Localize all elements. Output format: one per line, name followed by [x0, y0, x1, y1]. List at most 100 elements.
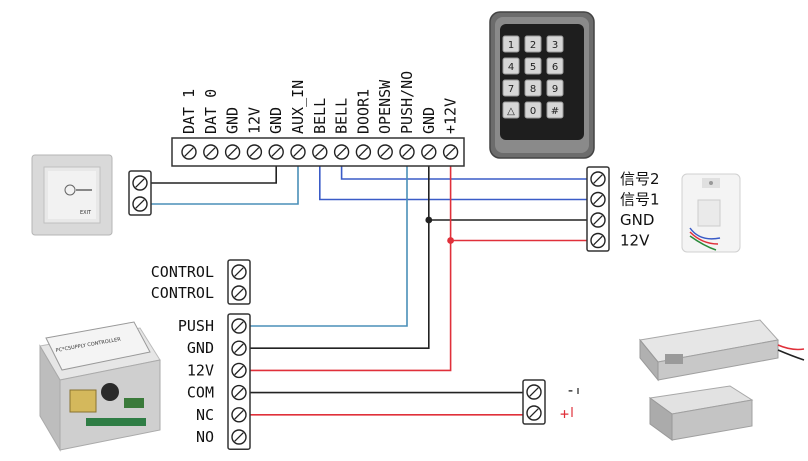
controller-terminal-label: BELL — [311, 98, 329, 134]
controller-terminal-label: BELL — [333, 98, 351, 134]
psu-main-terminal-screw — [231, 340, 247, 356]
psu-control-terminal-label: CONTROL — [151, 263, 214, 281]
doorbell-terminal-screw — [590, 212, 606, 228]
psu-main-terminal-screw — [231, 318, 247, 334]
gnd-junction — [425, 216, 433, 224]
controller-terminal-screw — [312, 144, 328, 160]
controller-terminal-screw — [290, 144, 306, 160]
psu-control-terminal-screw — [231, 285, 247, 301]
controller-terminal-screw — [355, 144, 372, 160]
svg-text:3: 3 — [552, 40, 558, 51]
keypad-key: 3 — [546, 35, 564, 53]
controller-terminal-label: GND — [267, 107, 285, 134]
bell-signal2-wire — [340, 166, 587, 180]
doorbell-terminal-label: 信号2 — [620, 170, 660, 188]
doorbell-terminal-screw — [590, 191, 606, 208]
psu-main-terminal-screw — [231, 362, 247, 379]
psu-main-terminal-screw — [231, 429, 247, 445]
doorbell-terminal-label: GND — [620, 211, 654, 229]
psu-control-terminal-screw — [231, 264, 247, 280]
controller-terminal-label: GND — [224, 107, 242, 134]
keypad-key: # — [546, 101, 564, 119]
keypad-key: 8 — [524, 79, 542, 97]
bell-signal1-wire — [318, 166, 587, 201]
psu-control-terminal-label: CONTROL — [151, 284, 214, 302]
svg-text:8: 8 — [530, 84, 536, 95]
exit-aux-wire — [151, 166, 299, 205]
svg-text:#: # — [551, 106, 559, 117]
svg-text:2: 2 — [530, 40, 536, 51]
lock-negative-label: - — [566, 381, 575, 399]
exit-button-terminal-screw — [132, 196, 148, 212]
svg-text:EXIT: EXIT — [80, 210, 92, 216]
controller-terminal-screw — [421, 144, 437, 160]
lock-polarity-labels: -+ — [560, 381, 579, 423]
svg-text:4: 4 — [508, 62, 514, 73]
psu-main-terminal-screw — [231, 384, 247, 401]
psu-control-terminal-block — [227, 259, 251, 305]
controller-terminal-screw — [333, 144, 350, 160]
doorbell-terminal-label: 12V — [620, 232, 650, 250]
keypad-key: 4 — [502, 57, 520, 75]
controller-terminal-screw — [377, 144, 393, 160]
keypad-key: 0 — [524, 101, 542, 119]
gnd-wire — [250, 166, 430, 350]
bolt-lock-device — [639, 319, 805, 441]
controller-terminal-screw — [203, 144, 219, 160]
wires — [151, 166, 587, 416]
controller-terminal-block — [171, 137, 465, 167]
keypad-key: 5 — [524, 57, 542, 75]
controller-terminal-label: DAT 1 — [180, 89, 198, 134]
keypad-key: 2 — [524, 35, 542, 53]
controller-terminal-screw — [399, 144, 415, 160]
doorbell-terminal-screw — [590, 232, 606, 249]
v12-wire — [250, 166, 452, 372]
controller-terminal-label: 12V — [245, 107, 263, 134]
exit-button-terminal-block — [128, 170, 152, 216]
psu-control-terminal-labels: CONTROL CONTROL — [151, 263, 214, 302]
svg-text:△: △ — [507, 106, 515, 117]
psu-main-terminal-label: GND — [187, 339, 214, 357]
psu-main-terminal-label: NO — [196, 428, 214, 446]
controller-terminal-label: DOOR1 — [354, 89, 372, 134]
psu-main-terminal-label: PUSH — [178, 317, 214, 335]
controller-terminal-label: GND — [420, 107, 438, 134]
exit-button-icon — [64, 184, 76, 196]
psu-main-terminal-label: COM — [187, 384, 214, 402]
push-wire — [250, 166, 408, 327]
keypad-key: △ — [502, 101, 520, 119]
controller-terminal-screw — [181, 144, 197, 160]
lock-terminal-block — [522, 379, 546, 425]
exit-button-terminal-screw — [132, 175, 148, 191]
keypad-key: 6 — [546, 57, 564, 75]
power-supply-device: PC*CSUPPLY CONTROLLER — [39, 321, 161, 452]
v12-junction — [447, 237, 454, 244]
controller-terminal-screw — [246, 144, 263, 160]
svg-text:1: 1 — [508, 40, 514, 51]
lock-positive-label: + — [560, 405, 569, 423]
doorbell-terminal-block — [586, 166, 610, 252]
controller-terminal-label: PUSH/NO — [398, 71, 416, 134]
svg-text:7: 7 — [508, 84, 514, 95]
doorbell-terminal-screw — [590, 171, 606, 187]
svg-text:0: 0 — [530, 106, 536, 117]
keypad-key: 7 — [502, 79, 520, 97]
controller-terminal-label: OPENSW — [376, 79, 394, 134]
controller-terminal-label: +12V — [442, 98, 460, 134]
controller-terminal-label: AUX_IN — [289, 80, 307, 134]
controller-terminal-screw — [268, 144, 284, 160]
doorbell-terminal-label: 信号1 — [620, 191, 660, 209]
controller-terminal-screw — [224, 144, 241, 160]
psu-main-terminal-label: NC — [196, 406, 214, 424]
controller-terminal-label: DAT 0 — [202, 89, 220, 134]
psu-main-terminal-block — [227, 313, 251, 450]
keypad-key: 1 — [502, 35, 520, 53]
svg-text:6: 6 — [552, 62, 558, 73]
keypad-key: 9 — [546, 79, 564, 97]
lock-terminal-screw — [526, 384, 542, 400]
